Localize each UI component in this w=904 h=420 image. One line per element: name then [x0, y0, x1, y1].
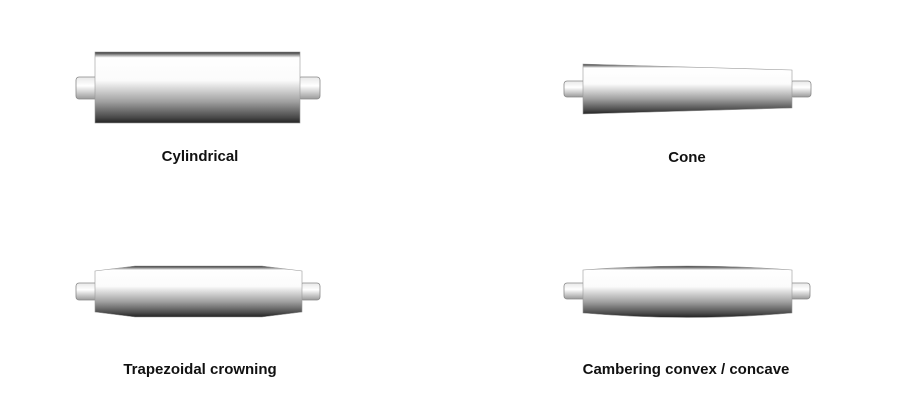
- label-trapezoidal-crowning: Trapezoidal crowning: [123, 361, 277, 378]
- label-cylindrical: Cylindrical: [161, 148, 239, 165]
- roller-cylindrical: [75, 51, 321, 124]
- label-cone: Cone: [668, 149, 706, 166]
- label-cambering: Cambering convex / concave: [582, 361, 790, 378]
- roller-cambering: [563, 265, 811, 318]
- roller-trapezoidal-crowning: [75, 265, 321, 318]
- roller-cone: [563, 63, 812, 115]
